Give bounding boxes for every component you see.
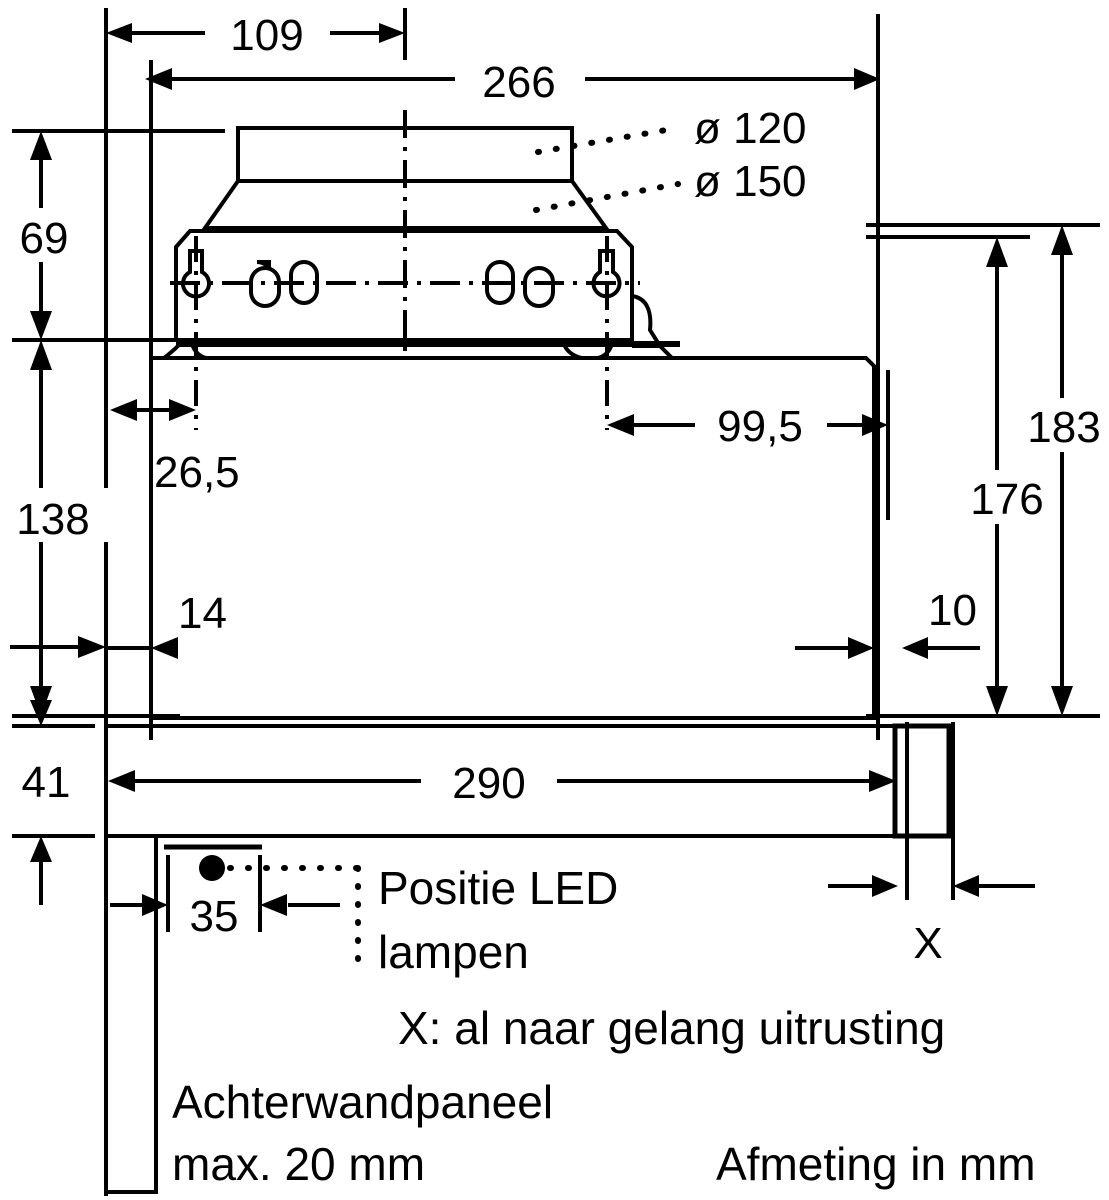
- dim-10-arrow-right: [902, 637, 928, 659]
- dimension-label-266: 266: [482, 58, 555, 107]
- note-wall-panel-line2: max. 20 mm: [172, 1138, 425, 1190]
- dimension-138: 138: [2, 340, 180, 718]
- motor-housing-nub: [631, 294, 664, 348]
- dimension-69: 69: [6, 129, 225, 342]
- dimension-label-138: 138: [16, 495, 89, 544]
- dimension-109: 109: [106, 8, 407, 60]
- dimension-label-290: 290: [452, 759, 525, 808]
- dimension-41: 41: [12, 700, 95, 905]
- dim-176-arrow-top: [986, 237, 1008, 267]
- dimension-183: 183: [866, 223, 1109, 718]
- dim-995-arrow-left: [607, 414, 634, 436]
- dimension-label-99-5: 99,5: [717, 402, 803, 451]
- dim-109-arrow-right: [379, 23, 405, 43]
- dim-138-text-bg: [2, 488, 110, 542]
- keyhole-slots: [181, 249, 622, 308]
- leader-dots-120: [535, 125, 681, 155]
- pullout-front-panel: [104, 723, 952, 839]
- dimension-99-5: 99,5: [607, 370, 890, 520]
- dimension-label-183: 183: [1027, 403, 1100, 452]
- duct-taper: [201, 179, 610, 230]
- dim-265-arrow-left: [110, 399, 137, 421]
- dim-290-arrow-left: [108, 770, 135, 792]
- dimension-label-109: 109: [230, 11, 303, 60]
- dimension-x: X: [828, 875, 1035, 968]
- dimension-290: 290: [108, 755, 896, 808]
- dim-183-arrow-bottom: [1051, 686, 1073, 716]
- dimension-label-35: 35: [190, 892, 239, 941]
- led-position-group: 35 Positie LED lampen: [110, 844, 618, 978]
- dim-183-text-bg: [1012, 398, 1109, 452]
- dim-266-arrow-right: [854, 68, 880, 90]
- dim-35-arrow-left: [142, 894, 168, 916]
- lip-fillet-left: [162, 342, 182, 360]
- keyhole-slot-left-1: [249, 265, 281, 308]
- callout-label-duct-150: ø 150: [694, 157, 807, 206]
- dimension-label-x: X: [913, 919, 942, 968]
- dim-290-arrow-right: [869, 770, 896, 792]
- dimension-266: 266: [145, 55, 880, 107]
- dim-265-arrow-right: [169, 399, 196, 421]
- dim-35-arrow-right: [260, 894, 287, 916]
- dim-69-arrow-bottom: [30, 311, 52, 340]
- dim-995-arrow-right: [862, 414, 888, 436]
- note-units: Afmeting in mm: [716, 1138, 1036, 1190]
- note-wall-panel-line1: Achterwandpaneel: [172, 1076, 553, 1128]
- dim-176-text-bg: [955, 470, 1067, 524]
- dim-69-arrow-top: [30, 131, 52, 160]
- dim-109-text-bg: [205, 10, 330, 56]
- dimension-label-10: 10: [928, 586, 977, 635]
- dimension-26-5: 26,5: [110, 399, 240, 497]
- dim-176-arrow-bottom: [986, 686, 1008, 716]
- led-lamp-dot: [199, 855, 225, 881]
- dimension-176: 176: [866, 235, 1067, 716]
- hood-main-body: [149, 356, 876, 720]
- back-wall-panel: [104, 834, 158, 1194]
- duct-collar: [201, 126, 610, 230]
- duct-callout-leaders: [533, 125, 681, 213]
- dimension-label-14: 14: [178, 589, 227, 638]
- dim-138-tick-arrow: [78, 636, 106, 658]
- dim-41-arrow-down: [30, 836, 52, 862]
- dim-14-arrow: [151, 637, 178, 659]
- leader-dots-150: [533, 181, 681, 213]
- x-handle-block: [892, 723, 952, 839]
- note-x-legend: X: al naar gelang uitrusting: [398, 1002, 945, 1054]
- dimension-label-176: 176: [970, 475, 1043, 524]
- dim-290-text-bg: [421, 755, 557, 807]
- dim-995-text-bg: [695, 400, 827, 450]
- dimension-14: 14: [108, 589, 227, 659]
- keyhole-slot-right-2: [523, 265, 555, 308]
- dim-10-arrow-left: [848, 637, 874, 659]
- dimension-label-69: 69: [20, 214, 69, 263]
- led-position-label-line1: Positie LED: [378, 862, 618, 914]
- dim-266-arrow-left: [145, 68, 172, 90]
- callout-label-duct-120: ø 120: [694, 104, 807, 153]
- dim-266-text-bg: [455, 55, 585, 103]
- dim-109-arrow-left: [106, 23, 132, 43]
- wall-panel-outline: [104, 834, 158, 1194]
- led-position-label-line2: lampen: [378, 926, 529, 978]
- hood-body-outline: [149, 356, 876, 720]
- dim-183-arrow-top: [1051, 225, 1073, 255]
- dim-138-arrow-top: [30, 340, 52, 370]
- dimension-10: 10: [795, 586, 980, 659]
- dim-x-arrow-right: [953, 875, 979, 897]
- dimension-label-41: 41: [22, 758, 71, 807]
- dim-69-text-bg: [6, 208, 82, 262]
- dim-41-arrow-up-from-above: [30, 700, 52, 726]
- dimension-label-26-5: 26,5: [154, 448, 240, 497]
- dim-x-arrow-left: [872, 875, 898, 897]
